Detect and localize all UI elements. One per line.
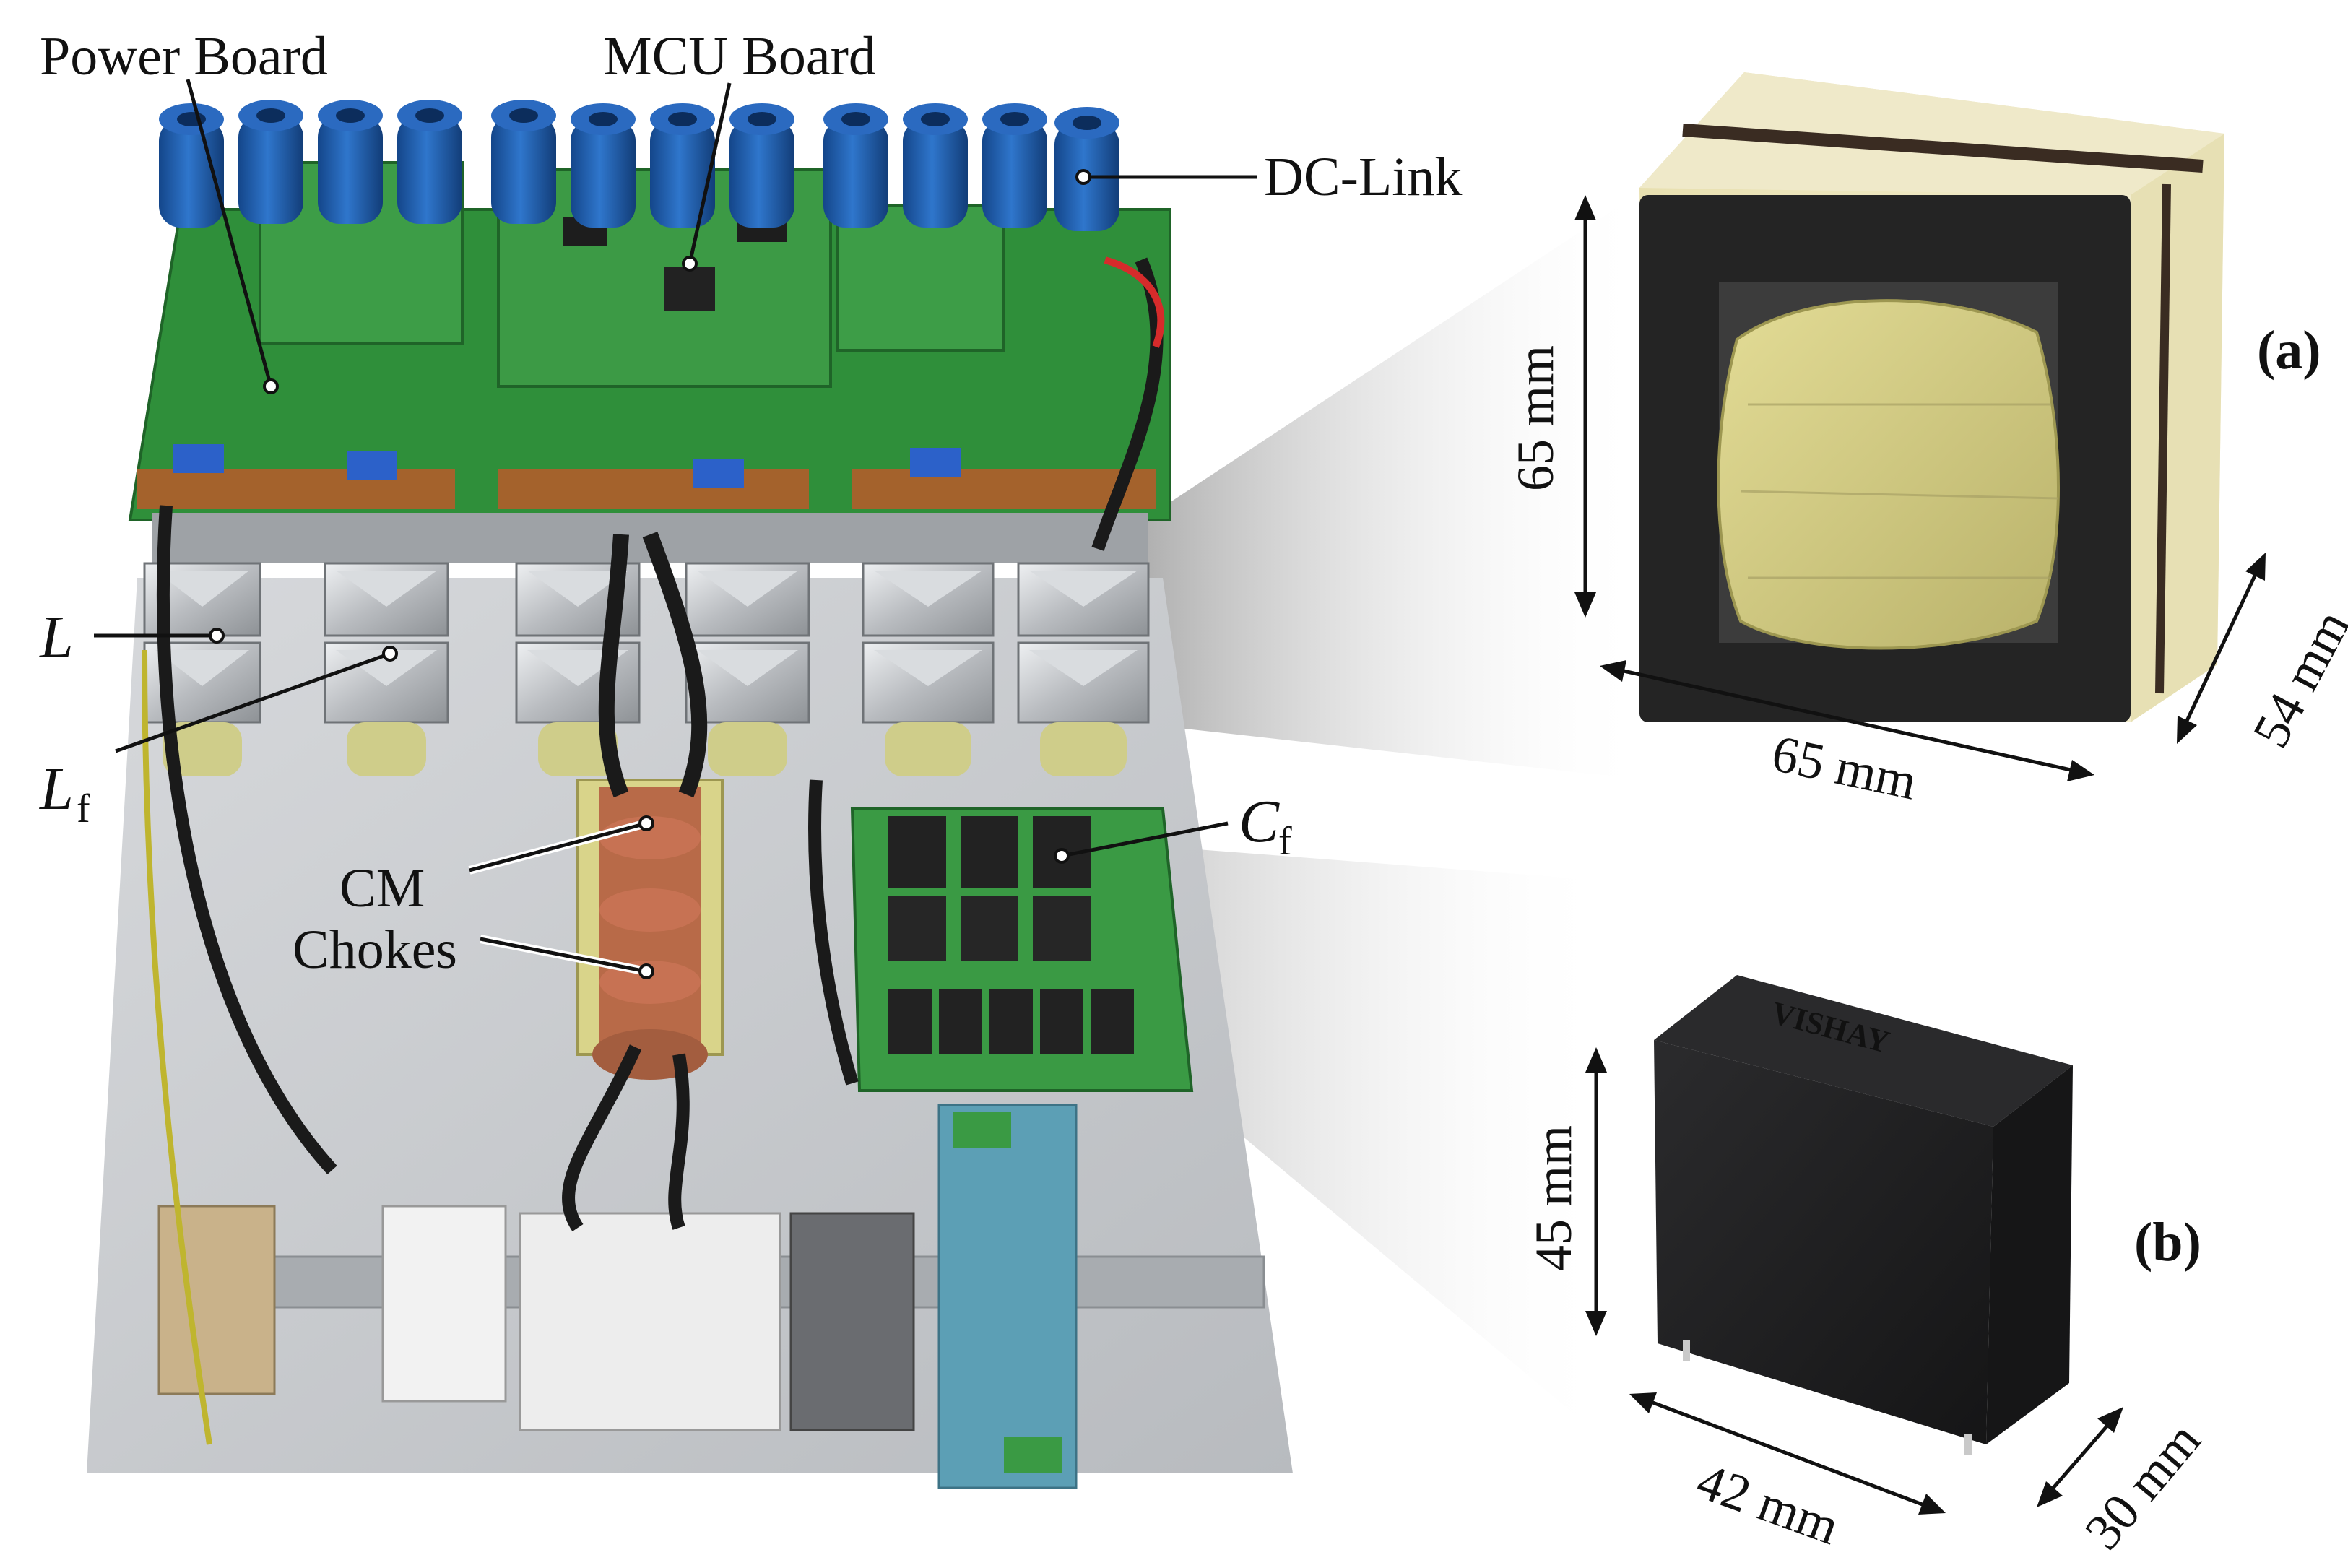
cable-bundle xyxy=(156,505,337,1175)
cable-bundle xyxy=(668,1053,690,1230)
power-board-right xyxy=(836,204,1005,352)
capacitor-body-front xyxy=(1654,1040,1993,1444)
panel-b-depth-label: 30 mm xyxy=(2074,1411,2211,1560)
panel-b-capacitor: VISHAY 45 mm 42 mm 30 mm (b) xyxy=(1525,975,2211,1560)
panel-a-height-label: 65 mm xyxy=(1507,345,1564,491)
panel-a-depth-label: 54 mm xyxy=(2241,601,2348,757)
capacitor-lead xyxy=(1683,1340,1690,1361)
film-capacitor xyxy=(910,448,961,477)
converter-assembly xyxy=(87,100,1293,1489)
panel-b-height-label: 45 mm xyxy=(1525,1125,1582,1271)
cable-bundle xyxy=(598,534,629,798)
cable-bundle xyxy=(642,532,708,798)
film-capacitor xyxy=(693,459,744,488)
inductor-array xyxy=(143,562,1150,776)
busbar-left xyxy=(137,469,455,509)
projection-shadow-a xyxy=(1116,188,1647,780)
panel-b-tag: (b) xyxy=(2134,1212,2201,1273)
busbar-middle xyxy=(498,469,809,509)
wire-yellow-green xyxy=(142,649,212,1445)
film-capacitor xyxy=(173,444,224,473)
power-supply-din xyxy=(937,1104,1078,1489)
busbar-right xyxy=(852,469,1156,509)
filter-capacitor-board xyxy=(850,807,1194,1092)
cm-chokes-label-line1: CM xyxy=(339,858,425,919)
panel-a-tag: (a) xyxy=(2257,320,2321,381)
panel-a-width-label: 65 mm xyxy=(1767,724,1922,810)
power-supply-small xyxy=(789,1212,915,1431)
contactor xyxy=(381,1205,507,1403)
connector xyxy=(953,1112,1011,1148)
power-board-label: Power Board xyxy=(40,26,328,87)
filter-capacitor-label: C xyxy=(1239,788,1280,855)
cable-bundle xyxy=(808,779,859,1086)
film-capacitor xyxy=(347,451,397,480)
wire-red xyxy=(1104,256,1165,348)
taped-winding xyxy=(1717,299,2060,650)
circuit-breaker xyxy=(519,1212,781,1431)
panel-a-inductor: 65 mm 65 mm 54 mm (a) xyxy=(1507,72,2348,811)
dc-link-label: DC-Link xyxy=(1264,147,1462,207)
inductor-L-label: L xyxy=(39,604,74,671)
inductor-Lf-label: L xyxy=(39,755,74,823)
filter-capacitor-subscript: f xyxy=(1278,819,1292,864)
annotation-layer: Power Board MCU Board DC-Link L L f CM C… xyxy=(39,26,1462,980)
inductor-Lf-subscript: f xyxy=(77,787,90,831)
cable-bundle xyxy=(562,1044,642,1231)
connector xyxy=(1004,1437,1062,1473)
cm-chokes-label-line2: Chokes xyxy=(293,919,457,980)
dc-link-capacitor-bank xyxy=(159,100,1119,231)
terminal-block xyxy=(157,1205,276,1395)
mcu-chip xyxy=(664,267,715,311)
capacitor-lead xyxy=(1964,1434,1972,1455)
mcu-board-label: MCU Board xyxy=(603,26,876,87)
